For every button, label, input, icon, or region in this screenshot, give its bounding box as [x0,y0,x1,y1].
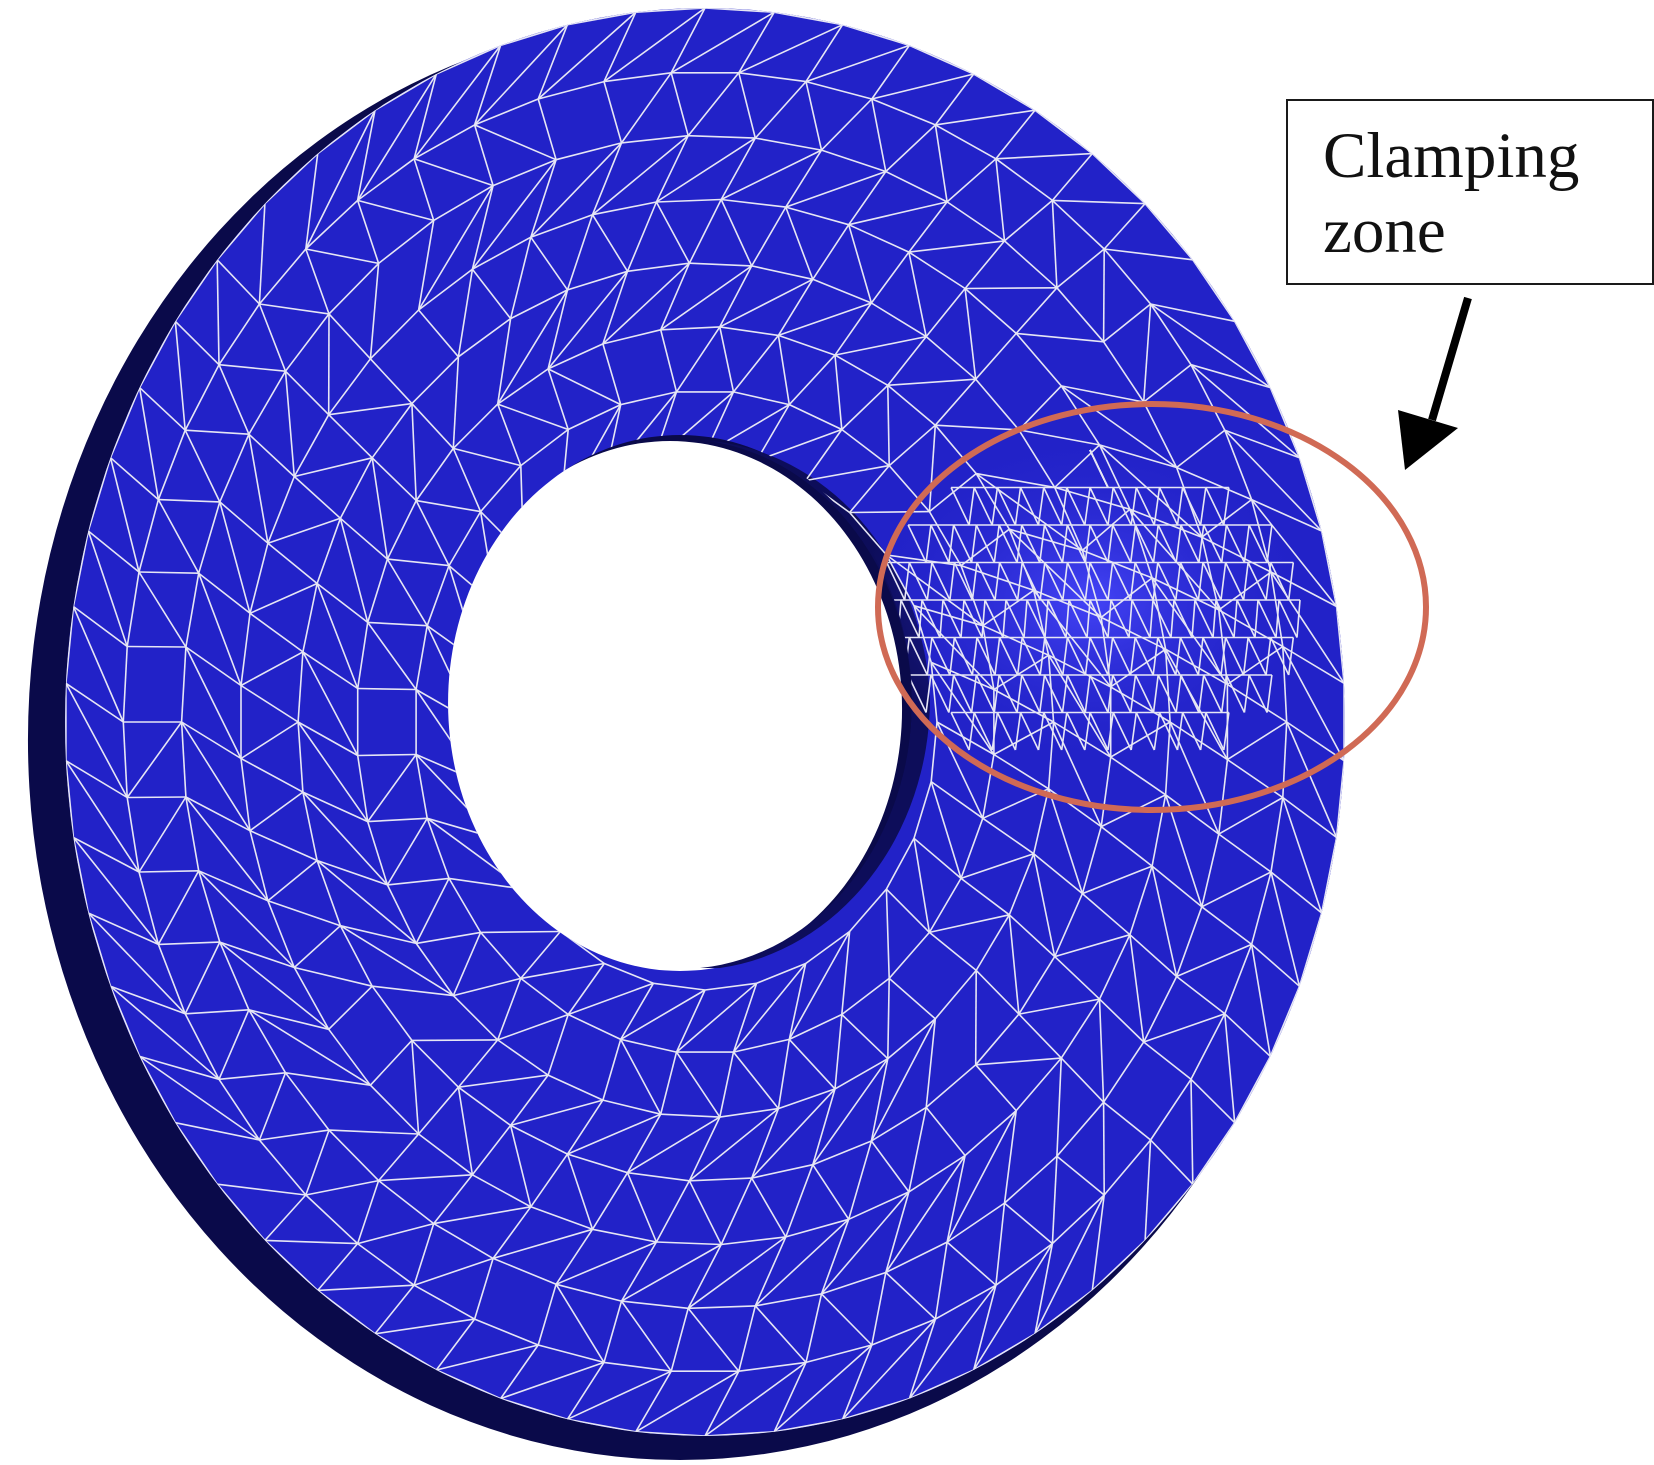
pointer-arrow [1398,296,1472,470]
clamping-zone-ellipse [875,401,1429,813]
callout-label-box: Clamping zone [1286,99,1654,285]
washer-face [64,8,1345,1436]
callout-label-line-1: Clamping [1323,120,1580,192]
callout-label-line-2: zone [1323,195,1446,267]
